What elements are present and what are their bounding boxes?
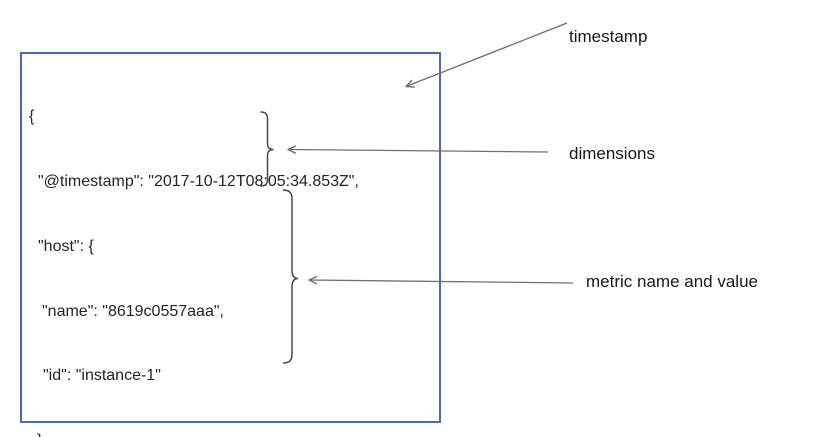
code-line-host-close: },	[22, 430, 439, 437]
code-line-host-name: "name": "8619c0557aaa",	[42, 302, 224, 320]
code-line-host-open: "host": {	[38, 237, 94, 255]
json-code-block: { "@timestamp": "2017-10-12T08:05:34.853…	[22, 63, 439, 437]
timestamp-label: timestamp	[569, 27, 648, 46]
code-line-host-id: "id": "instance-1"	[43, 367, 161, 385]
dimensions-label: dimensions	[569, 144, 655, 163]
code-line-timestamp: "@timestamp": "2017-10-12T08:05:34.853Z"…	[38, 172, 359, 190]
metric-name-and-value-label: metric name and value	[586, 272, 758, 291]
json-document-box: { "@timestamp": "2017-10-12T08:05:34.853…	[20, 52, 441, 437]
code-line-root-open: {	[29, 108, 35, 126]
